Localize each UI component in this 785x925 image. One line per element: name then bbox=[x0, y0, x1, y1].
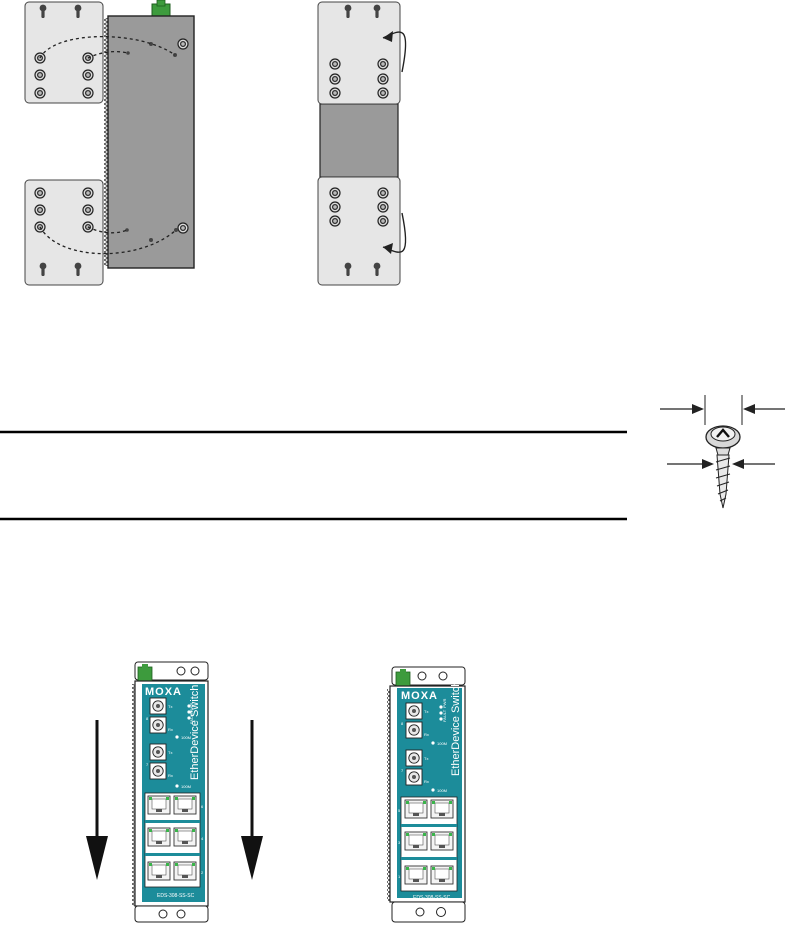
fiber-port bbox=[149, 697, 167, 715]
ethernet-switch-front-2: MOXA EtherDevice Switch PWR FAULT 8 7 Tx… bbox=[387, 666, 466, 923]
rj45-port bbox=[173, 827, 197, 847]
fiber-status-label: 100M bbox=[437, 741, 447, 746]
led-label-pwr: PWR bbox=[189, 703, 194, 712]
rj45-port bbox=[404, 831, 428, 851]
dimension-arrow-icon bbox=[732, 459, 775, 469]
screw-icon bbox=[329, 201, 341, 213]
rj45-port-number: 4 bbox=[201, 836, 204, 841]
rj45-port bbox=[430, 799, 454, 819]
rj45-port-number: 6 bbox=[201, 804, 204, 809]
screw-icon bbox=[329, 87, 341, 99]
fiber-status-label: 100M bbox=[437, 788, 447, 793]
rj45-port bbox=[173, 861, 197, 881]
fiber-status-label: 100M bbox=[181, 735, 191, 740]
led-label-pwr: PWR bbox=[442, 699, 447, 708]
ethernet-switch-front-1: MOXA EtherDevice Switch PWR FAULT 8 7 Tx… bbox=[132, 661, 209, 923]
screw-icon bbox=[377, 187, 389, 199]
model-number: EDS-308-SS-SC bbox=[413, 895, 451, 901]
device-with-wall-plates bbox=[317, 1, 401, 286]
fiber-rx-label: Rx bbox=[424, 732, 429, 737]
fiber-port bbox=[149, 716, 167, 734]
fiber-tx-label: Tx bbox=[168, 704, 172, 709]
led-label-fault: FAULT bbox=[189, 711, 194, 724]
rj45-port bbox=[430, 865, 454, 885]
rj45-port bbox=[147, 827, 171, 847]
screw-icon bbox=[329, 187, 341, 199]
screw-icon bbox=[377, 58, 389, 70]
fiber-port-number: 7 bbox=[401, 768, 404, 773]
rj45-port-number: 2 bbox=[201, 870, 204, 875]
fiber-rx-label: Rx bbox=[168, 773, 173, 778]
down-arrow-icon bbox=[86, 720, 108, 880]
rj45-port bbox=[430, 831, 454, 851]
fiber-rx-label: Rx bbox=[424, 779, 429, 784]
rj45-port bbox=[147, 795, 171, 815]
wall-plate-top-left bbox=[24, 1, 104, 104]
model-number: EDS-308-SS-SC bbox=[157, 893, 195, 899]
fiber-port-number: 7 bbox=[146, 762, 149, 767]
screw-icon bbox=[34, 187, 46, 199]
fiber-rx-label: Rx bbox=[168, 727, 173, 732]
screw-icon bbox=[329, 58, 341, 70]
device-rear-panel bbox=[104, 0, 195, 269]
down-arrow-icon bbox=[241, 720, 263, 880]
fiber-tx-label: Tx bbox=[424, 756, 428, 761]
screw-icon bbox=[82, 187, 94, 199]
fiber-port bbox=[405, 768, 423, 786]
fiber-port-number: 8 bbox=[146, 716, 149, 721]
brand-logo: MOXA bbox=[401, 690, 438, 702]
fiber-port bbox=[405, 749, 423, 767]
screw-icon bbox=[82, 69, 94, 81]
rotation-arrow-icon bbox=[382, 31, 407, 73]
rj45-port bbox=[404, 865, 428, 885]
dimension-arrow-icon bbox=[743, 404, 785, 414]
product-name: EtherDevice Switch bbox=[189, 685, 201, 780]
screw-icon bbox=[377, 201, 389, 213]
fiber-tx-label: Tx bbox=[424, 709, 428, 714]
fiber-port bbox=[149, 743, 167, 761]
fiber-port-number: 8 bbox=[401, 721, 404, 726]
mounting-path-dotted bbox=[39, 36, 177, 255]
rj45-port bbox=[404, 799, 428, 819]
fiber-port bbox=[405, 721, 423, 739]
fiber-tx-label: Tx bbox=[168, 750, 172, 755]
screw-icon bbox=[34, 69, 46, 81]
screw-icon bbox=[177, 38, 189, 50]
led-label-fault: FAULT bbox=[442, 709, 447, 722]
screw-dimension-diagram bbox=[660, 395, 785, 509]
rj45-port bbox=[147, 861, 171, 881]
dimension-arrow-icon bbox=[667, 459, 714, 469]
fiber-status-label: 100M bbox=[181, 784, 191, 789]
rotation-arrow-icon bbox=[382, 212, 407, 254]
brand-logo: MOXA bbox=[145, 686, 182, 698]
dimension-arrow-icon bbox=[660, 404, 704, 414]
screw-icon bbox=[377, 215, 389, 227]
screw-icon bbox=[329, 73, 341, 85]
fiber-port bbox=[149, 762, 167, 780]
rj45-port-number: 3 bbox=[398, 840, 401, 845]
rj45-port bbox=[173, 795, 197, 815]
screw-icon bbox=[377, 87, 389, 99]
screw-icon bbox=[177, 222, 189, 234]
screw-icon bbox=[34, 204, 46, 216]
wall-plate-bottom-left bbox=[24, 179, 104, 286]
screw-icon bbox=[82, 87, 94, 99]
product-name: EtherDevice Switch bbox=[450, 681, 462, 776]
rj45-port-number: 5 bbox=[398, 808, 401, 813]
screw-icon bbox=[34, 87, 46, 99]
screw-icon bbox=[82, 204, 94, 216]
screw-icon bbox=[329, 215, 341, 227]
screw-icon bbox=[377, 73, 389, 85]
fiber-port bbox=[405, 702, 423, 720]
rj45-port-number: 1 bbox=[398, 874, 401, 879]
